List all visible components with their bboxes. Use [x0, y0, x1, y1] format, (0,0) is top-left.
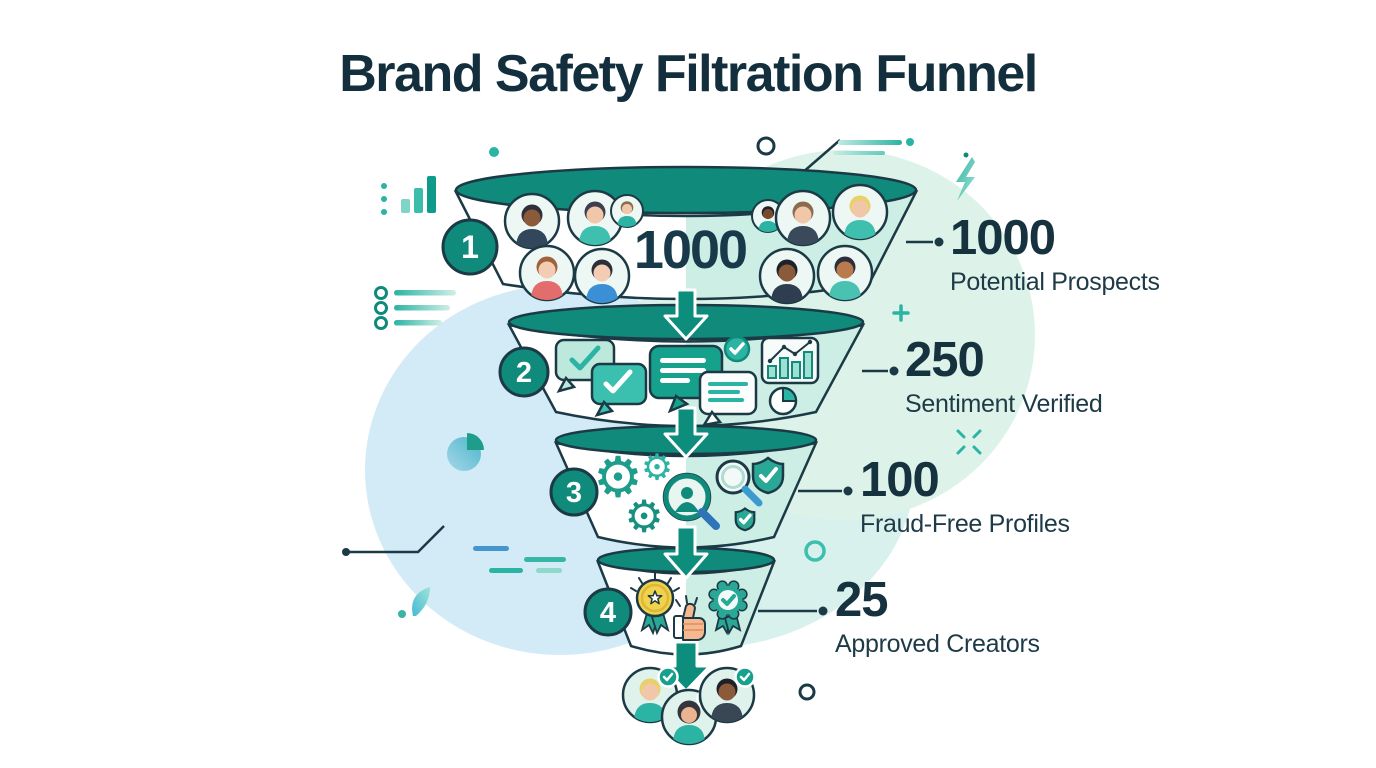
gear-icon: ⚙	[641, 448, 673, 489]
stage-3-value: 100	[860, 453, 940, 507]
chat-check-icon	[590, 362, 648, 417]
stage-1-badge: 1	[461, 229, 479, 265]
speed-dashes	[473, 546, 566, 573]
arrow-down-icon	[663, 406, 709, 459]
leaf-icon	[398, 587, 430, 618]
pie-slice-icon	[447, 433, 484, 471]
arrow-down-icon	[660, 640, 712, 693]
shield-check-icon	[751, 456, 785, 495]
stage-3-badge: 3	[566, 477, 582, 509]
arrow-down-icon	[663, 288, 709, 341]
plus-icon	[892, 304, 910, 322]
stage-2-value: 250	[905, 333, 985, 387]
magnifier-icon	[715, 459, 763, 507]
stage-3-label: Fraud-Free Profiles	[860, 510, 1070, 538]
stage-3-callout: 100 Fraud-Free Profiles	[860, 456, 1070, 539]
rosette-check-icon	[708, 580, 748, 636]
pie-chart-icon	[768, 386, 798, 416]
dark-ring	[756, 136, 776, 156]
growth-bars-icon	[381, 176, 436, 215]
stage-2-callout: 250 Sentiment Verified	[905, 336, 1103, 419]
check-badge-icon	[734, 666, 756, 688]
approved-creator-avatars	[621, 666, 756, 746]
profile-magnifier-icon	[662, 472, 720, 530]
down-arrows	[660, 288, 712, 693]
list-lines-icon	[374, 286, 456, 330]
gradient-dashes	[833, 138, 914, 155]
arrow-down-icon	[663, 525, 709, 580]
stage-1-value: 1000	[950, 211, 1056, 265]
check-circle-icon	[723, 335, 751, 363]
check-badge-icon	[657, 666, 679, 688]
elbow-line	[342, 525, 445, 556]
thumbs-up-icon	[673, 595, 706, 641]
gear-icon: ⚙	[624, 492, 663, 543]
stage-4-badge: 4	[600, 597, 616, 629]
stage-2-label: Sentiment Verified	[905, 390, 1103, 418]
teal-ring	[804, 540, 826, 562]
lightning-icon	[956, 152, 975, 201]
gear-icon: ⚙	[593, 446, 643, 511]
stage-3-icons: ⚙ ⚙ ⚙	[593, 446, 785, 543]
dark-ring	[798, 683, 816, 701]
stage-badges: 1 2 3 4	[441, 218, 633, 637]
stage-4-value: 25	[835, 573, 889, 627]
stage-4-label: Approved Creators	[835, 630, 1040, 658]
stage-1-avatars	[503, 183, 889, 305]
chat-lines-icon	[698, 370, 758, 427]
stage-4-callout: 25 Approved Creators	[835, 576, 1040, 659]
page-title: Brand Safety Filtration Funnel	[339, 45, 1038, 103]
dot	[489, 147, 499, 157]
medal-star-icon	[630, 572, 680, 636]
sparkle-icon	[956, 429, 982, 455]
stage-2-badge: 2	[516, 357, 532, 389]
shield-check-icon	[734, 507, 756, 532]
stage-4-icons	[630, 572, 748, 641]
bar-chart-card-icon	[760, 336, 820, 385]
stage-2-icons	[554, 335, 820, 427]
callout-connectors	[758, 237, 944, 616]
stage-1-callout: 1000 Potential Prospects	[950, 214, 1160, 297]
stage-1-label: Potential Prospects	[950, 268, 1160, 296]
stage-1-inner-value: 1000	[634, 220, 746, 280]
